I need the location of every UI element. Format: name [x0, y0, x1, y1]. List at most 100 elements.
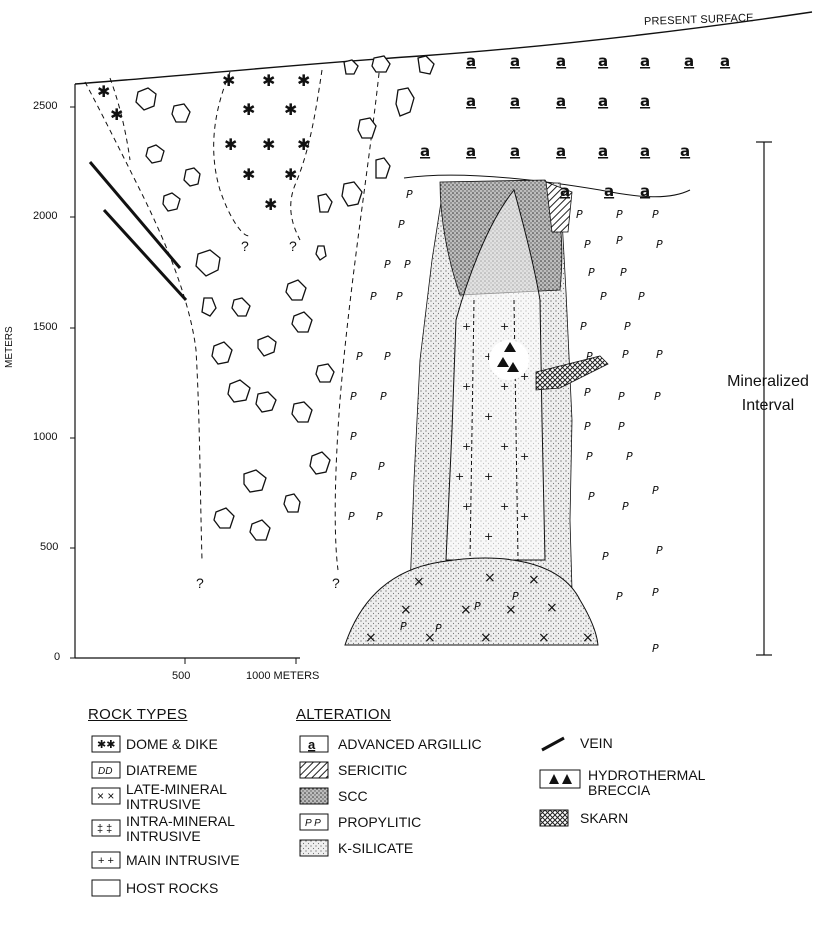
svg-text:+: + — [462, 320, 471, 333]
svg-text:P: P — [356, 350, 363, 363]
svg-text:a: a — [466, 92, 476, 110]
svg-text:P: P — [370, 290, 377, 303]
svg-text:×: × — [460, 602, 472, 618]
x-tick: 500 — [172, 670, 190, 682]
svg-text:×: × — [546, 600, 558, 616]
svg-text:P: P — [588, 266, 595, 279]
svg-text:DD: DD — [98, 766, 112, 777]
svg-text:a: a — [684, 52, 694, 70]
svg-text:P: P — [384, 350, 391, 363]
svg-text:P: P — [400, 620, 407, 633]
legend-intra-mineral-intrusive: INTRA-MINERAL INTRUSIVE — [126, 814, 235, 844]
svg-text:+: + — [500, 320, 509, 333]
alteration-heading: ALTERATION — [296, 706, 391, 723]
svg-text:P: P — [406, 188, 413, 201]
svg-text:×: × — [413, 574, 425, 590]
svg-text:a: a — [560, 182, 570, 200]
y-axis-label: METERS — [4, 326, 15, 368]
mineralized-interval-label: Mineralized Interval — [712, 370, 824, 418]
svg-text:×: × — [582, 630, 594, 646]
legend-skarn: SKARN — [580, 811, 628, 826]
svg-text:a: a — [640, 52, 650, 70]
svg-text:a: a — [556, 92, 566, 110]
legend-dome-dike: DOME & DIKE — [126, 737, 218, 752]
svg-text:+ +: + + — [98, 855, 114, 867]
question-mark: ? — [332, 575, 340, 591]
svg-text:P: P — [378, 460, 385, 473]
svg-text:a: a — [510, 142, 520, 160]
svg-text:P: P — [656, 348, 663, 361]
svg-text:a: a — [466, 142, 476, 160]
svg-text:+: + — [520, 510, 529, 523]
svg-text:+: + — [500, 380, 509, 393]
svg-text:P: P — [600, 290, 607, 303]
y-tick: 1500 — [33, 321, 57, 333]
svg-text:+: + — [484, 530, 493, 543]
svg-text:P: P — [404, 258, 411, 271]
svg-text:P: P — [380, 390, 387, 403]
svg-text:P: P — [620, 266, 627, 279]
svg-text:P: P — [618, 420, 625, 433]
svg-text:P: P — [652, 208, 659, 221]
svg-text:P: P — [398, 218, 405, 231]
svg-text:×: × — [424, 630, 436, 646]
svg-text:P: P — [656, 544, 663, 557]
svg-text:P: P — [588, 490, 595, 503]
y-tick: 1000 — [33, 431, 57, 443]
svg-text:×: × — [480, 630, 492, 646]
y-tick: 0 — [54, 651, 60, 663]
question-mark: ? — [196, 575, 204, 591]
svg-text:+: + — [500, 440, 509, 453]
svg-text:× ×: × × — [97, 789, 114, 803]
svg-text:P: P — [396, 290, 403, 303]
svg-text:a: a — [640, 92, 650, 110]
svg-text:P: P — [350, 390, 357, 403]
advanced-argillic-symbols: aaaaaaa aaaaa aaaaaaa aaa — [420, 52, 730, 200]
svg-text:P: P — [638, 290, 645, 303]
svg-text:a: a — [598, 52, 608, 70]
svg-text:P: P — [580, 320, 587, 333]
svg-text:a: a — [556, 142, 566, 160]
svg-text:+: + — [484, 410, 493, 423]
legend-host-rocks: HOST ROCKS — [126, 881, 218, 896]
legend-propylitic: PROPYLITIC — [338, 815, 421, 830]
svg-text:✱: ✱ — [224, 135, 237, 154]
svg-text:✱: ✱ — [264, 195, 277, 214]
svg-text:P: P — [616, 208, 623, 221]
svg-text:a: a — [598, 92, 608, 110]
diatreme-clasts — [136, 56, 434, 540]
svg-text:P: P — [624, 320, 631, 333]
svg-text:×: × — [400, 602, 412, 618]
svg-text:P: P — [584, 238, 591, 251]
y-tick: 2500 — [33, 100, 57, 112]
svg-text:P: P — [652, 642, 659, 655]
svg-text:+: + — [500, 500, 509, 513]
svg-text:a: a — [308, 737, 316, 752]
x-tick: 1000 METERS — [246, 670, 319, 682]
legend-diatreme: DIATREME — [126, 763, 197, 778]
svg-text:✱: ✱ — [97, 82, 110, 101]
svg-text:+: + — [455, 470, 464, 483]
svg-text:P: P — [474, 600, 481, 613]
svg-text:+: + — [462, 440, 471, 453]
svg-text:P: P — [616, 590, 623, 603]
legend-vein: VEIN — [580, 736, 613, 751]
y-tick: 2000 — [33, 210, 57, 222]
svg-text:✱: ✱ — [110, 105, 123, 124]
svg-text:a: a — [510, 52, 520, 70]
legend-k-silicate: K-SILICATE — [338, 841, 413, 856]
svg-text:a: a — [604, 182, 614, 200]
svg-text:+: + — [520, 450, 529, 463]
svg-text:a: a — [556, 52, 566, 70]
svg-text:✱: ✱ — [284, 165, 297, 184]
legend-main-intrusive: MAIN INTRUSIVE — [126, 853, 240, 868]
svg-text:×: × — [538, 630, 550, 646]
x-axis-ticks — [185, 658, 296, 664]
svg-text:P: P — [586, 450, 593, 463]
svg-text:a: a — [720, 52, 730, 70]
vein — [90, 162, 180, 268]
svg-text:✱: ✱ — [242, 100, 255, 119]
svg-text:P: P — [618, 390, 625, 403]
svg-text:P: P — [616, 234, 623, 247]
svg-text:a: a — [510, 92, 520, 110]
